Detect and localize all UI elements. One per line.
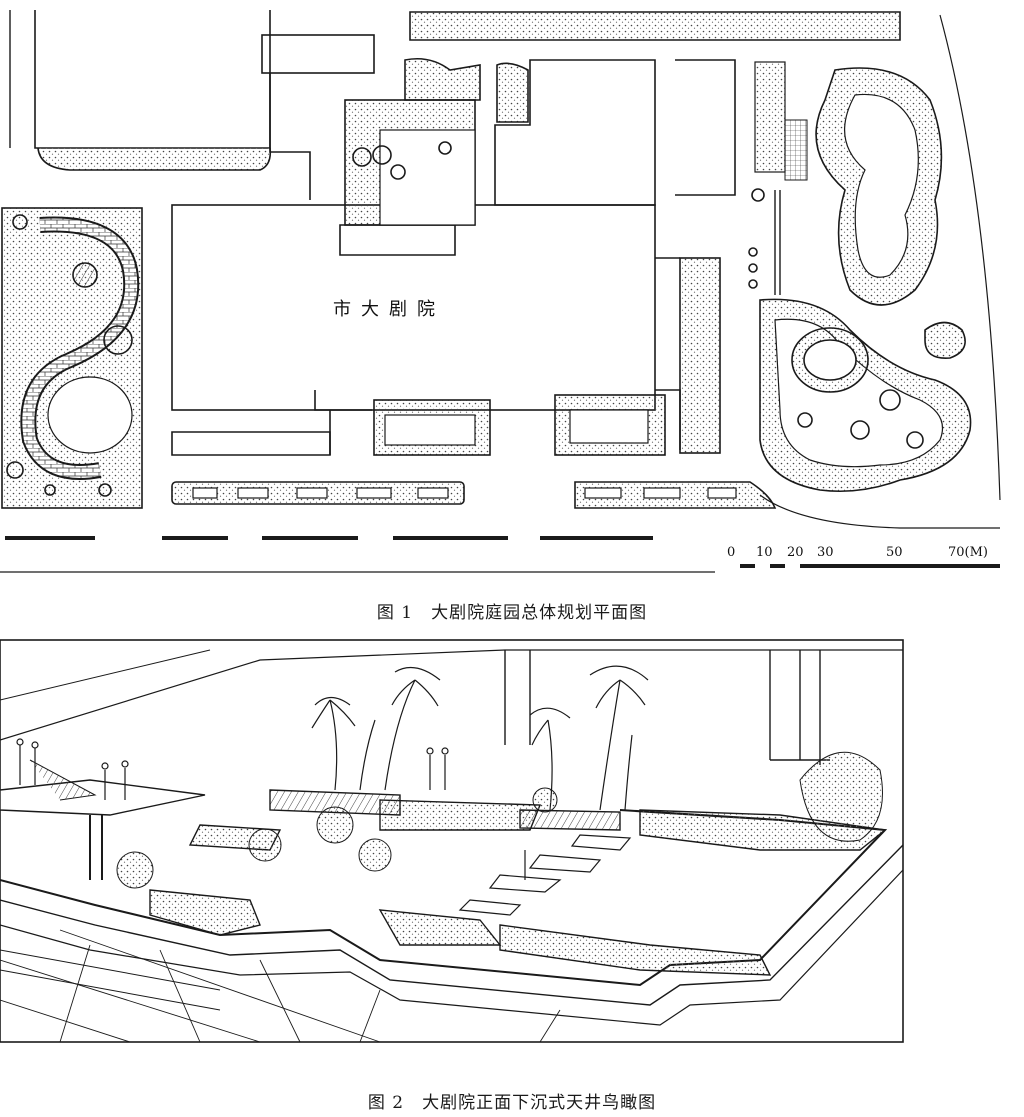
facade-columns bbox=[504, 650, 821, 765]
north-hedge bbox=[409, 11, 901, 41]
figure-1-number: 图 1 bbox=[376, 603, 414, 623]
scale-label-50: 50 bbox=[886, 545, 903, 560]
stepping-stones bbox=[458, 834, 632, 916]
front-bollards-west bbox=[192, 487, 449, 499]
palm-planter-right bbox=[519, 809, 621, 831]
shrubs bbox=[116, 751, 883, 889]
railing bbox=[0, 949, 221, 1011]
east-service-strip bbox=[679, 257, 721, 454]
small-island-planter bbox=[924, 321, 966, 359]
north-west-building bbox=[34, 10, 271, 149]
scale-label-30: 30 bbox=[817, 545, 834, 560]
grand-theatre-building bbox=[171, 204, 656, 411]
planter-bed-center bbox=[378, 909, 502, 946]
scale-label-20: 20 bbox=[787, 545, 804, 560]
figure-1-caption: 图 1 大剧院庭园总体规划平面图 bbox=[0, 598, 1024, 623]
foreground-paving bbox=[0, 929, 561, 1043]
shade-canopy bbox=[0, 779, 206, 816]
site-plan bbox=[0, 10, 1001, 573]
east-garden-walkway bbox=[774, 190, 781, 295]
figure-2-number: 图 2 bbox=[367, 1093, 405, 1113]
figure-2-title: 大剧院正面下沉式天井鸟瞰图 bbox=[422, 1093, 657, 1113]
grand-theatre-label: 市大剧院 bbox=[333, 299, 445, 320]
planter-bed-front-left bbox=[149, 889, 261, 936]
aerial-perspective bbox=[0, 639, 904, 1043]
planter-bed-front-right bbox=[499, 924, 772, 976]
planter-bed-rear-center bbox=[379, 799, 542, 831]
north-annex bbox=[261, 34, 375, 74]
palm-planter-left bbox=[269, 789, 401, 816]
people-figures bbox=[16, 738, 526, 880]
scale-label-70: 70(M) bbox=[948, 545, 988, 560]
scale-label-0: 0 bbox=[727, 545, 736, 560]
perspective-frame bbox=[0, 639, 904, 1043]
figure-1-title: 大剧院庭园总体规划平面图 bbox=[431, 603, 648, 623]
scale-label-10: 10 bbox=[756, 545, 773, 560]
palm-trees bbox=[311, 665, 649, 811]
planter-bed-rear-right bbox=[639, 809, 887, 851]
west-hedge bbox=[37, 147, 272, 171]
stage-tower bbox=[494, 59, 656, 206]
figure-2-caption: 图 2 大剧院正面下沉式天井鸟瞰图 bbox=[0, 1088, 1024, 1113]
